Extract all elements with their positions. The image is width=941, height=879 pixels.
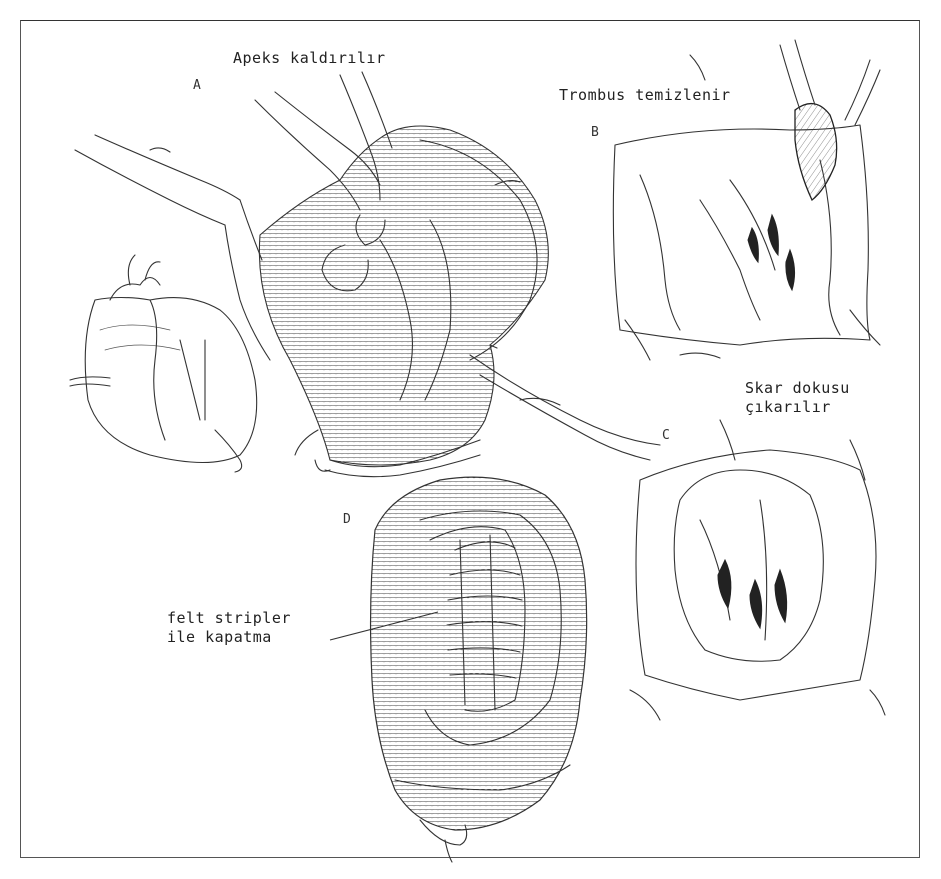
panel-a-apex-drawing [75,72,660,477]
panel-b-letter: B [591,125,599,140]
scar-label-line2: çıkarılır [745,399,831,416]
thrombus-label: Trombus temizlenir [559,87,731,104]
panel-d-closure-drawing [371,477,587,862]
panel-c-letter: C [662,428,670,443]
panel-c-scar-drawing [630,420,885,720]
apex-label: Apeks kaldırılır [233,50,386,67]
heart-overview-sketch [70,255,257,472]
felt-label-line2: ile kapatma [167,629,272,646]
panel-d-letter: D [343,512,351,527]
scar-label-line1: Skar dokusu [745,380,850,397]
panel-a-letter: A [193,78,201,93]
felt-label-line1: felt stripler [167,610,291,627]
